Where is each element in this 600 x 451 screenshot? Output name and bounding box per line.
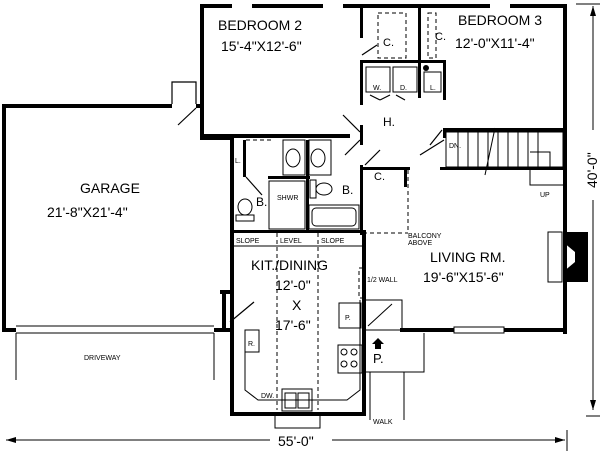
stairs[interactable] — [445, 127, 565, 186]
dryer-label: D. — [400, 85, 407, 92]
balcony-label: BALCONY — [408, 233, 442, 240]
fireplace — [547, 231, 588, 283]
bath-label-1: B. — [256, 195, 267, 209]
bath-label-2: B. — [342, 183, 353, 197]
bath-fixtures — [235, 139, 360, 230]
linen-label-2: L. — [235, 158, 241, 165]
closet-label-3: C. — [374, 171, 385, 183]
half-wall-label: 1/2 WALL — [367, 277, 398, 284]
kitchen-x: X — [292, 297, 302, 313]
above-label: ABOVE — [408, 240, 432, 247]
kitchen-fixtures — [234, 233, 365, 410]
level-label: LEVEL — [280, 238, 302, 245]
living-name: LIVING RM. — [430, 249, 505, 265]
bedroom2-size: 15'-4"X12'-6" — [221, 38, 302, 54]
linen-label-1: L. — [430, 85, 436, 92]
doors — [229, 44, 445, 323]
kitchen-name: KIT./DINING — [251, 257, 328, 273]
laundry — [365, 65, 442, 93]
stairs-up-label: UP — [540, 192, 550, 199]
garage-size: 21'-8"X21'-4" — [47, 204, 128, 220]
bedroom3-name: BEDROOM 3 — [458, 12, 542, 28]
kitchen-length: 17'-6" — [275, 317, 311, 333]
walk-label: WALK — [373, 419, 393, 426]
kitchen-width: 12'-0" — [275, 277, 311, 293]
slope-label-left: SLOPE — [236, 238, 260, 245]
closet-label-1: C. — [383, 37, 394, 49]
interior-walls — [200, 8, 565, 235]
porch-label: P. — [373, 351, 384, 366]
shower-label: SHWR — [277, 195, 298, 202]
garage-name: GARAGE — [80, 180, 140, 196]
bedroom2-name: BEDROOM 2 — [218, 17, 302, 33]
bedroom3-size: 12'-0"X11'-4" — [455, 35, 535, 51]
dimension-lines — [6, 3, 600, 451]
garage-walls — [2, 81, 232, 380]
slope-label-right: SLOPE — [321, 238, 345, 245]
width-dimension: 55'-0" — [278, 433, 314, 449]
stairs-down-label: DN. — [449, 143, 461, 150]
pantry-label: P. — [345, 315, 351, 322]
refrigerator-label: R. — [248, 341, 255, 348]
driveway-label: DRIVEWAY — [84, 355, 121, 362]
porch — [363, 299, 425, 420]
hall-label: H. — [383, 115, 395, 129]
closet-label-2: C. — [435, 31, 446, 43]
washer-label: W. — [373, 85, 381, 92]
living-size: 19'-6"X15'-6" — [423, 269, 504, 285]
depth-dimension: 40'-0" — [584, 152, 600, 188]
dishwasher-label: DW. — [261, 393, 274, 400]
